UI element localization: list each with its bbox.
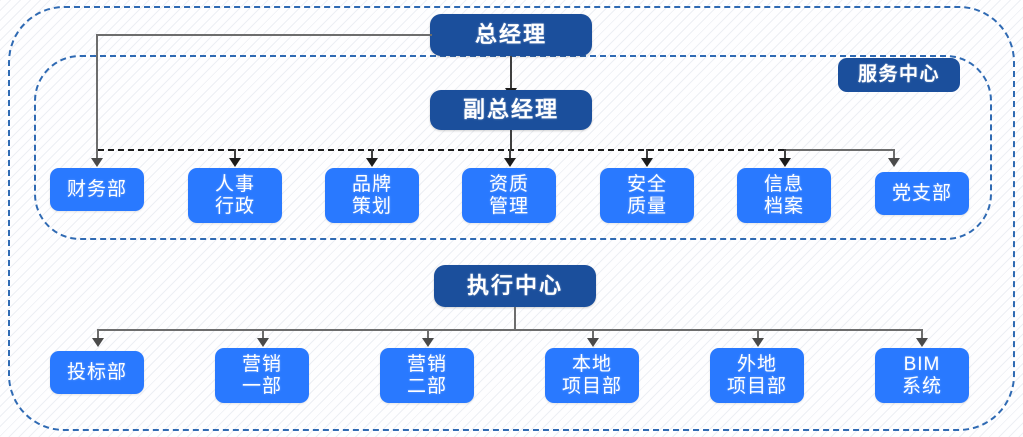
arrow-drop-hr bbox=[229, 158, 241, 167]
node-remote-project-dept[interactable]: 外地 项目部 bbox=[710, 348, 804, 403]
arrow-drop-qualification bbox=[504, 158, 516, 167]
arrow-drop-info bbox=[779, 158, 791, 167]
arrow-drop-marketing-1 bbox=[257, 338, 269, 347]
service-center-badge: 服务中心 bbox=[838, 58, 960, 92]
connector-gm-to-finance-vertical bbox=[96, 34, 98, 165]
arrow-drop-bim bbox=[916, 338, 928, 347]
node-marketing-dept-1[interactable]: 营销 一部 bbox=[215, 348, 309, 403]
node-info-archives-dept[interactable]: 信息 档案 bbox=[737, 168, 831, 223]
arrow-drop-marketing-2 bbox=[422, 338, 434, 347]
node-general-manager[interactable]: 总经理 bbox=[430, 14, 592, 56]
node-bidding-dept[interactable]: 投标部 bbox=[50, 351, 144, 394]
node-bim-system[interactable]: BIM 系统 bbox=[875, 348, 969, 403]
arrow-drop-remote-project bbox=[752, 338, 764, 347]
connector-service-bus bbox=[98, 149, 894, 151]
arrow-drop-safety bbox=[641, 158, 653, 167]
connector-gm-to-dgm bbox=[510, 56, 512, 92]
node-execution-center[interactable]: 执行中心 bbox=[434, 265, 596, 307]
connector-service-bus-right-solid bbox=[784, 149, 894, 151]
arrow-gm-to-finance bbox=[91, 158, 103, 167]
connector-execution-bus bbox=[97, 329, 921, 331]
node-marketing-dept-2[interactable]: 营销 二部 bbox=[380, 348, 474, 403]
node-hr-admin-dept[interactable]: 人事 行政 bbox=[188, 168, 282, 223]
arrow-drop-bidding bbox=[92, 338, 104, 347]
arrow-drop-local-project bbox=[587, 338, 599, 347]
arrow-drop-party bbox=[888, 158, 900, 167]
arrow-drop-brand bbox=[366, 158, 378, 167]
node-safety-quality-dept[interactable]: 安全 质量 bbox=[600, 168, 694, 223]
node-party-branch[interactable]: 党支部 bbox=[875, 172, 969, 215]
node-deputy-general-manager[interactable]: 副总经理 bbox=[430, 90, 592, 130]
connector-exec-to-bus bbox=[514, 307, 516, 330]
connector-dgm-to-bus bbox=[510, 130, 512, 150]
node-qualification-mgmt-dept[interactable]: 资质 管理 bbox=[462, 168, 556, 223]
node-finance-dept[interactable]: 财务部 bbox=[50, 168, 144, 211]
node-local-project-dept[interactable]: 本地 项目部 bbox=[545, 348, 639, 403]
connector-gm-to-finance-horizontal bbox=[96, 34, 432, 36]
node-brand-planning-dept[interactable]: 品牌 策划 bbox=[325, 168, 419, 223]
